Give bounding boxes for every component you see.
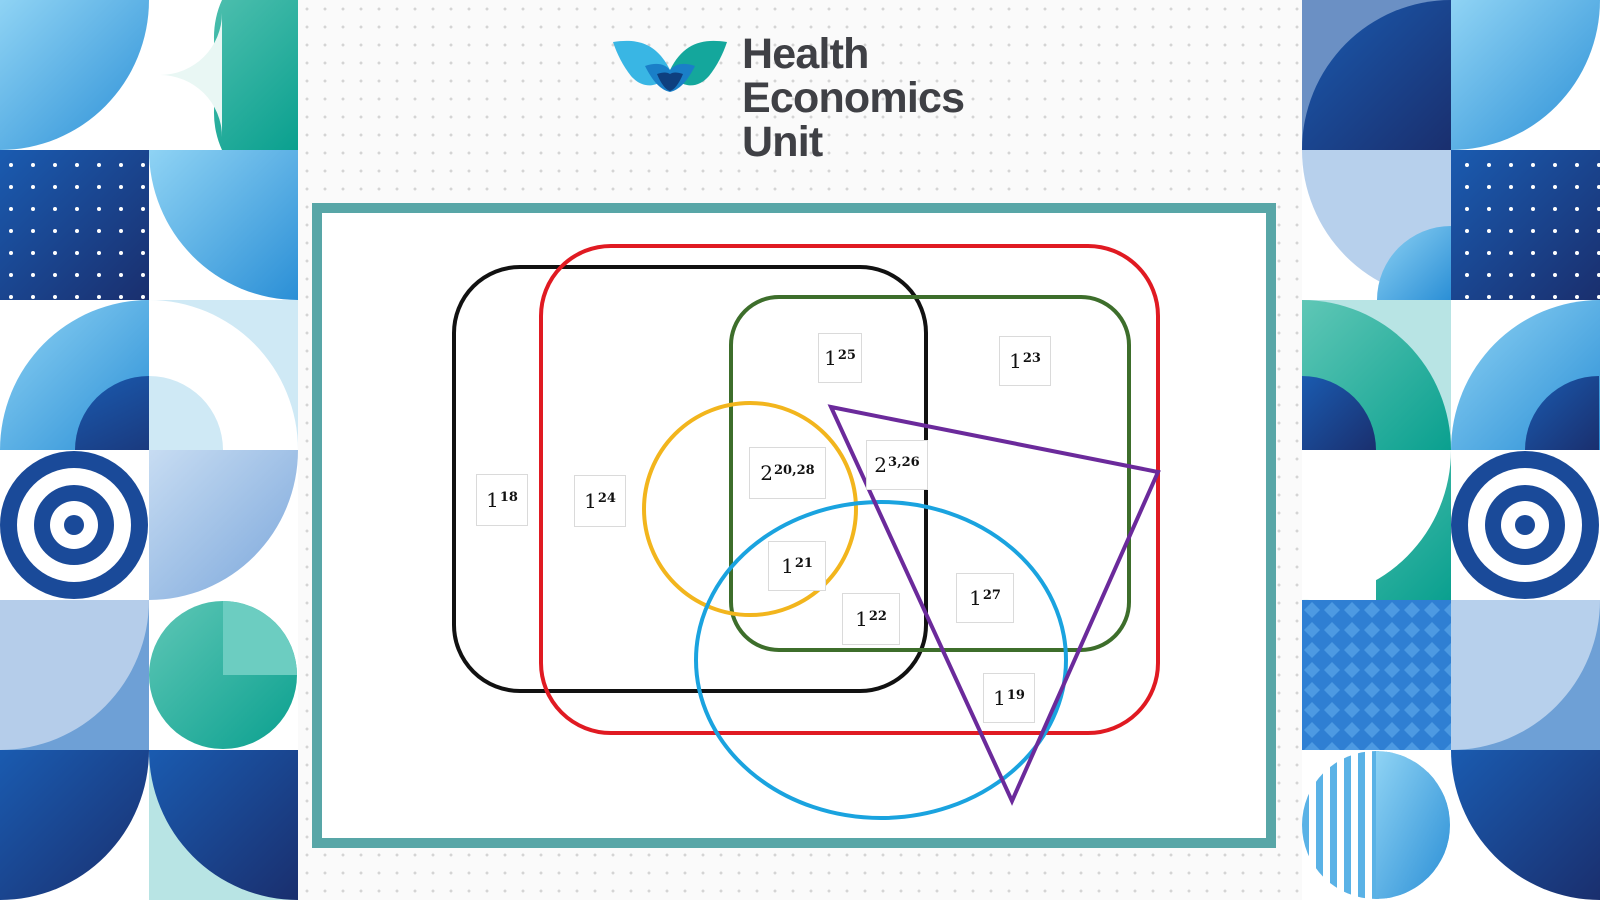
logo-wing-icon <box>613 40 727 92</box>
health-economics-unit-logo: Health Economics Unit <box>611 32 1011 167</box>
right-decorative-panel <box>1302 0 1600 900</box>
brand-line-2: Economics <box>742 74 965 122</box>
purple-triangle <box>827 404 1161 806</box>
brand-line-3: Unit <box>742 118 823 166</box>
brand-line-1: Health <box>742 30 869 78</box>
venn-diagram <box>452 244 1161 820</box>
left-decorative-panel <box>0 0 298 900</box>
red-rounded-rect <box>539 244 1160 735</box>
brand-name: Health Economics Unit <box>742 30 965 166</box>
blue-ellipse <box>694 500 1068 820</box>
yellow-circle <box>642 401 858 617</box>
green-rounded-rect <box>729 295 1131 652</box>
